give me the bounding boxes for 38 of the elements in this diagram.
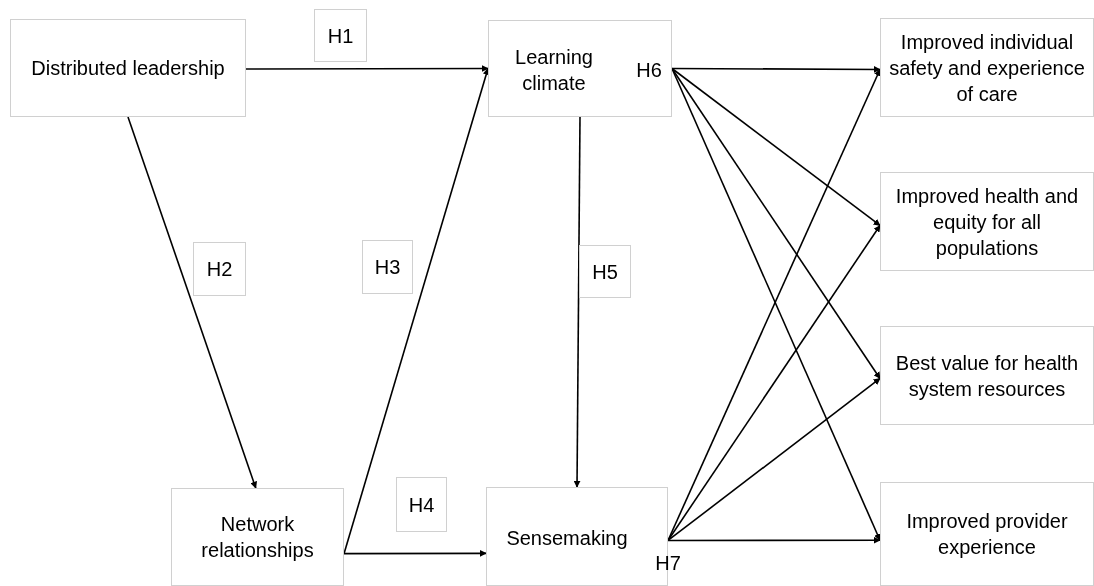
hypothesis-label: H4 (408, 492, 435, 518)
hypothesis-label: H6 (636, 58, 662, 83)
hypothesis-box (193, 242, 246, 296)
hypothesis-label: H2 (206, 257, 233, 282)
arrow (667, 224, 881, 542)
hypothesis-label: H7 (655, 551, 681, 576)
box-label: Improved health and equity for all populations (894, 183, 1080, 261)
concept-box (488, 20, 672, 117)
hypothesis-label: H1 (327, 23, 354, 49)
arrow (343, 67, 490, 555)
hypothesis-box (314, 9, 367, 62)
outcome-box (880, 18, 1094, 117)
box-label: Improved individual safety and experience of care (888, 29, 1086, 107)
arrow (245, 65, 489, 72)
arrow (671, 65, 881, 73)
box-label: Improved provider experience (905, 509, 1069, 560)
hypothesis-label: H5 (592, 259, 618, 285)
hypothesis-box (362, 240, 413, 294)
arrow (127, 116, 258, 489)
arrow (573, 116, 581, 488)
outcome-box (880, 172, 1094, 271)
arrow (671, 67, 881, 380)
arrow (671, 67, 881, 227)
arrow (343, 549, 487, 557)
concept-box (171, 488, 344, 586)
arrow (667, 377, 881, 542)
outcome-box (880, 482, 1094, 586)
hypothesis-box (396, 477, 447, 532)
concept-label: Learning climate (514, 44, 594, 96)
concept-box (10, 19, 246, 117)
box-label: Distributed leadership (31, 56, 225, 81)
hypothesis-box (579, 245, 631, 298)
hypothesis-label: H3 (374, 255, 401, 280)
concept-label: Sensemaking (506, 525, 628, 551)
box-label: Best value for health system resources (894, 350, 1080, 402)
box-label: Network relationships (200, 512, 315, 563)
arrow (667, 536, 881, 544)
outcome-box (880, 326, 1094, 425)
